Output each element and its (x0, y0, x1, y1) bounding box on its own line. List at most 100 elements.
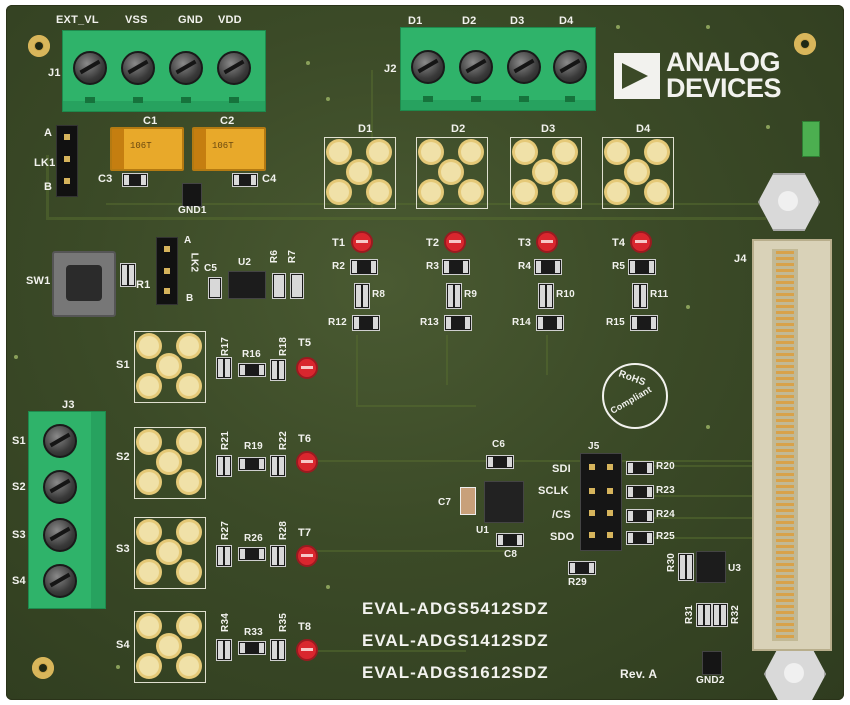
component-r3 (442, 259, 470, 275)
terminal-screw[interactable] (121, 51, 155, 85)
pin (64, 156, 70, 162)
jumper-lk1[interactable] (56, 125, 78, 197)
silk-j2: J2 (384, 63, 397, 75)
silk-c7: C7 (438, 497, 452, 508)
silk-t5: T5 (298, 337, 312, 349)
terminal-block-j3[interactable] (28, 411, 106, 609)
trace (306, 550, 506, 552)
silk-r14: R14 (512, 317, 531, 328)
test-point-gnd1[interactable] (182, 183, 202, 207)
brand-line2: DEVICES (666, 73, 782, 103)
via (706, 425, 710, 429)
test-point-t3[interactable] (536, 231, 558, 253)
terminal-screw[interactable] (507, 50, 541, 84)
silk-r20: R20 (656, 461, 675, 472)
test-point-t4[interactable] (630, 231, 652, 253)
component-r12 (352, 315, 380, 331)
silk-j5: J5 (588, 441, 600, 452)
chip-u2 (228, 271, 266, 299)
jumper-lk2[interactable] (156, 237, 178, 305)
silk-sdo: SDO (550, 531, 575, 543)
component-green (802, 121, 820, 157)
silk-r29: R29 (568, 577, 587, 588)
silk-c2: C2 (220, 115, 235, 127)
via (116, 665, 120, 669)
terminal-screw[interactable] (217, 51, 251, 85)
rohs-badge: RoHS Compliant (602, 363, 668, 429)
test-point-t1[interactable] (351, 231, 373, 253)
terminal-screw[interactable] (459, 50, 493, 84)
terminal-screw[interactable] (43, 470, 77, 504)
component-r16 (238, 363, 266, 377)
chip-u1 (484, 481, 524, 523)
test-point-t2[interactable] (444, 231, 466, 253)
terminal-block-j2[interactable] (400, 27, 596, 111)
terminal-block-j1[interactable] (62, 30, 266, 112)
terminal-screw[interactable] (169, 51, 203, 85)
test-point-t5[interactable] (296, 357, 318, 379)
terminal-screw[interactable] (553, 50, 587, 84)
component-r4 (534, 259, 562, 275)
component-r32 (712, 603, 728, 627)
silk-r33: R33 (244, 627, 263, 638)
terminal-screw[interactable] (411, 50, 445, 84)
model-label-1: EVAL-ADGS5412SDZ (362, 599, 549, 618)
pin (164, 268, 170, 274)
test-point-t6[interactable] (296, 451, 318, 473)
component-r8 (354, 283, 370, 309)
model-label-2: EVAL-ADGS1412SDZ (362, 631, 549, 650)
component-r9 (446, 283, 462, 309)
test-point-t8[interactable] (296, 639, 318, 661)
component-r17 (216, 357, 232, 379)
silk-r16: R16 (242, 349, 261, 360)
terminal-screw[interactable] (73, 51, 107, 85)
component-r6 (272, 273, 286, 299)
silk-vss: VSS (125, 14, 148, 26)
terminal-slot (181, 97, 191, 103)
test-point-t7[interactable] (296, 545, 318, 567)
terminal-slot (85, 97, 95, 103)
terminal-slot (471, 96, 481, 102)
cap-marking: 106T (212, 141, 234, 151)
terminal-slot (519, 96, 529, 102)
terminal-screw[interactable] (43, 424, 77, 458)
silk-t2: T2 (426, 237, 440, 249)
test-point-gnd2[interactable] (702, 651, 722, 675)
silk-sdi: SDI (552, 463, 571, 475)
component-r15 (630, 315, 658, 331)
pin (64, 134, 70, 140)
silk-u1: U1 (476, 525, 490, 536)
silk-r25: R25 (656, 531, 675, 542)
silk-j1: J1 (48, 67, 61, 79)
push-button-sw1[interactable] (52, 251, 116, 317)
component-r24 (626, 509, 654, 523)
silk-r10: R10 (556, 289, 575, 300)
terminal-screw[interactable] (43, 518, 77, 552)
silk-gnd1: GND1 (178, 205, 207, 216)
component-r27 (216, 545, 232, 567)
silk-gnd2: GND2 (696, 675, 725, 686)
silk-r13: R13 (420, 317, 439, 328)
trace (306, 650, 466, 652)
switch-pad-d4 (602, 137, 674, 209)
component-r25 (626, 531, 654, 545)
trace (626, 495, 756, 497)
silk-s2-left: S2 (12, 481, 26, 493)
component-c6 (486, 455, 514, 469)
switch-pad-d1 (324, 137, 396, 209)
terminal-slot (423, 96, 433, 102)
silk-d1-top: D1 (408, 15, 423, 27)
silk-r2: R2 (332, 261, 346, 272)
silk-t4: T4 (612, 237, 626, 249)
silk-r24: R24 (656, 509, 675, 520)
via (766, 125, 770, 129)
trace (356, 335, 358, 405)
connector-j4[interactable] (752, 239, 832, 651)
silk-d4-top: D4 (559, 15, 574, 27)
header-j5[interactable] (580, 453, 622, 551)
trace (626, 537, 756, 539)
terminal-screw[interactable] (43, 564, 77, 598)
component-c3 (122, 173, 148, 187)
standoff (758, 173, 820, 231)
component-c4 (232, 173, 258, 187)
